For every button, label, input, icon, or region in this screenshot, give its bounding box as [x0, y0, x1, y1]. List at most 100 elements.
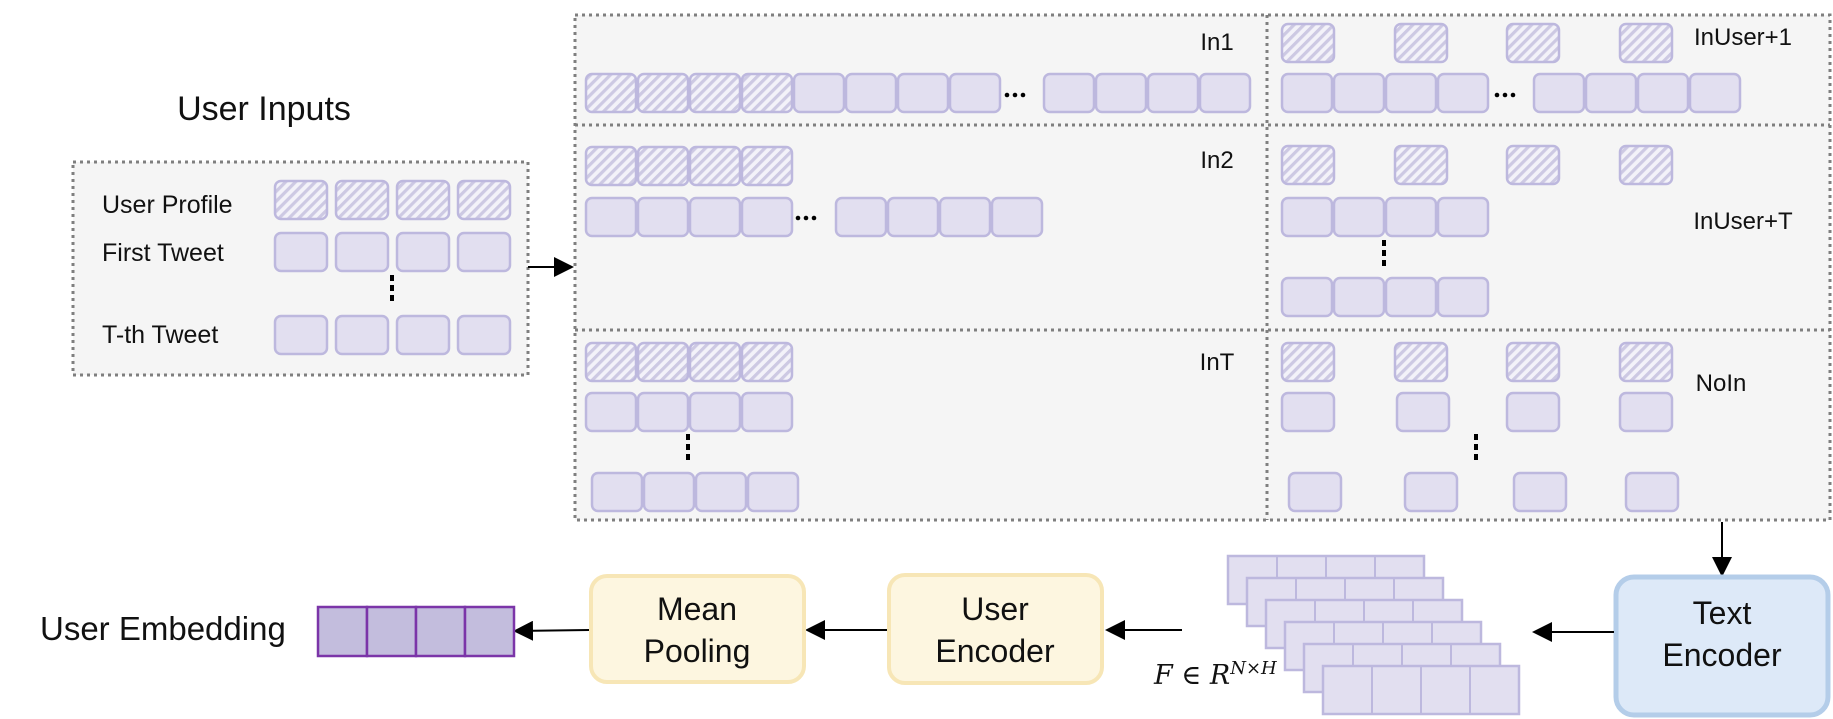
user-embedding-vector — [316, 605, 516, 658]
profile-token-cell — [636, 72, 690, 114]
tweet-token-cell — [456, 314, 512, 356]
tweet-token-cell — [636, 391, 690, 433]
profile-token-cell — [1280, 341, 1336, 383]
vertical-ellipsis — [686, 434, 690, 440]
tweet-token-cell — [1280, 196, 1334, 238]
horizontal-ellipsis — [1020, 92, 1026, 98]
tweet-token-cell — [636, 196, 690, 238]
user-encoder-label-line2: Encoder — [935, 633, 1055, 669]
tweet-token-cell — [1094, 72, 1148, 114]
tweet-token-cell — [1332, 276, 1386, 318]
panel-label-in1: In1 — [1200, 29, 1233, 56]
tweet-token-cell — [1332, 72, 1386, 114]
horizontal-ellipsis — [1494, 92, 1500, 98]
vertical-ellipsis — [390, 275, 394, 281]
tweet-token-cell — [334, 314, 390, 356]
user-inputs-cells — [273, 179, 512, 356]
user-embedding-label: User Embedding — [40, 610, 286, 647]
tweet-token-cell — [1280, 276, 1334, 318]
feature-matrix-stack — [1226, 554, 1521, 716]
tweet-token-cell — [844, 72, 898, 114]
horizontal-ellipsis — [795, 215, 801, 221]
tweet-token-cell — [395, 231, 451, 273]
embedding-cell — [365, 605, 418, 658]
tweet-token-cell — [1436, 72, 1490, 114]
feature-matrix-label: F ∈ RN×H — [1153, 658, 1277, 691]
tweet-token-cell — [1146, 72, 1200, 114]
profile-token-cell — [584, 145, 638, 187]
vertical-ellipsis — [1382, 240, 1386, 246]
tweet-token-cell — [395, 314, 451, 356]
panel-token-cells — [584, 22, 1742, 513]
profile-token-cell — [273, 179, 329, 221]
tweet-token-cell — [1505, 391, 1561, 433]
profile-token-cell — [1280, 22, 1336, 64]
tweet-token-cell — [740, 196, 794, 238]
profile-token-cell — [1393, 22, 1449, 64]
vertical-ellipsis — [686, 444, 690, 450]
profile-token-cell — [1618, 22, 1674, 64]
tweet-token-cell — [948, 72, 1002, 114]
profile-token-cell — [740, 341, 794, 383]
horizontal-ellipsis — [1502, 92, 1508, 98]
tweet-token-cell — [1280, 72, 1334, 114]
vertical-ellipsis — [390, 295, 394, 301]
tweet-token-cell — [642, 471, 696, 513]
tweet-token-cell — [1624, 471, 1680, 513]
tweet-token-cell — [584, 196, 638, 238]
horizontal-ellipsis — [1510, 92, 1516, 98]
profile-token-cell — [1393, 341, 1449, 383]
tweet-token-cell — [1384, 72, 1438, 114]
profile-token-cell — [584, 341, 638, 383]
tweet-token-cell — [1287, 471, 1343, 513]
profile-token-cell — [740, 72, 794, 114]
tweet-token-cell — [1512, 471, 1568, 513]
tweet-token-cell — [746, 471, 800, 513]
tweet-token-cell — [273, 231, 329, 273]
text-encoder-label-line1: Text — [1693, 595, 1752, 631]
profile-token-cell — [334, 179, 390, 221]
tweet-token-cell — [886, 196, 940, 238]
profile-token-cell — [584, 72, 638, 114]
tweet-token-cell — [688, 196, 742, 238]
profile-token-cell — [1618, 341, 1674, 383]
user-inputs-title: User Inputs — [177, 90, 351, 128]
embedding-cell — [463, 605, 516, 658]
tweet-token-cell — [1332, 196, 1386, 238]
tweet-token-cell — [694, 471, 748, 513]
vertical-ellipsis — [1474, 444, 1478, 450]
tweet-token-cell — [1384, 276, 1438, 318]
t-th-tweet-label: T-th Tweet — [102, 321, 218, 349]
tweet-token-cell — [584, 391, 638, 433]
vertical-ellipsis — [686, 454, 690, 460]
profile-token-cell — [1618, 144, 1674, 186]
tweet-token-cell — [1618, 391, 1674, 433]
tweet-token-cell — [740, 391, 794, 433]
embedding-cell — [414, 605, 467, 658]
tweet-token-cell — [990, 196, 1044, 238]
tweet-token-cell — [590, 471, 644, 513]
tweet-token-cell — [1532, 72, 1586, 114]
user-encoder-label-line1: User — [961, 591, 1029, 627]
horizontal-ellipsis — [1004, 92, 1010, 98]
tweet-token-cell — [1436, 276, 1490, 318]
panel-label-noin: NoIn — [1696, 370, 1747, 397]
feature-matrix-layer — [1321, 664, 1521, 716]
tweet-token-cell — [1584, 72, 1638, 114]
vertical-ellipsis — [1382, 260, 1386, 266]
profile-token-cell — [688, 145, 742, 187]
profile-token-cell — [1280, 144, 1336, 186]
profile-token-cell — [1505, 144, 1561, 186]
horizontal-ellipsis — [803, 215, 809, 221]
profile-token-cell — [688, 72, 742, 114]
tweet-token-cell — [1280, 391, 1336, 433]
tweet-token-cell — [1198, 72, 1252, 114]
panel-label-in2: In2 — [1200, 147, 1233, 174]
tweet-token-cell — [792, 72, 846, 114]
tweet-token-cell — [334, 231, 390, 273]
vertical-ellipsis — [1474, 434, 1478, 440]
embedding-cell — [316, 605, 369, 658]
profile-token-cell — [1393, 144, 1449, 186]
tweet-token-cell — [834, 196, 888, 238]
